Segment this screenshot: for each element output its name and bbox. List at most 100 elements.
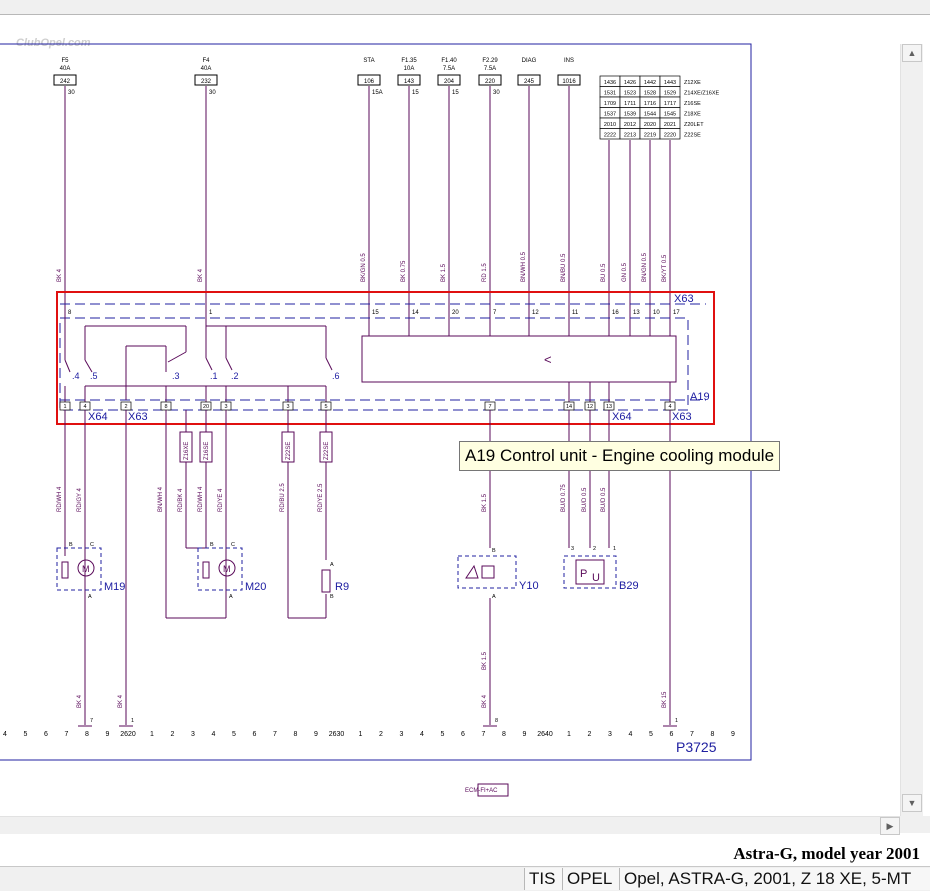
pin-number: 12 <box>587 404 593 410</box>
table-cell-value: 1711 <box>624 101 636 107</box>
wire-label: BK/YT 0.5 <box>662 254 668 282</box>
connector-label: X63 <box>128 411 148 423</box>
ruler-tick: 6 <box>461 731 465 738</box>
resistor-engine-code: Z22SE <box>286 442 292 460</box>
m19-motor-letter: M <box>82 564 90 574</box>
x63-top-label: X63 <box>674 293 694 305</box>
ruler-tick: 3 <box>191 731 195 738</box>
table-cell-value: 2012 <box>624 122 636 128</box>
horizontal-scrollbar[interactable]: ▶ <box>0 816 900 835</box>
wire-label: RD/GY 4 <box>77 487 83 512</box>
fuse-label: F1.35 <box>401 58 417 64</box>
table-cell-value: 2222 <box>604 133 616 139</box>
wire-label: RD/WH 4 <box>57 486 63 512</box>
fuse-label: F4 <box>202 58 210 64</box>
wire-label: BU/D 0.75 <box>561 484 567 512</box>
fuse-rating: 7.5A <box>443 66 455 72</box>
ruler-tick: 1 <box>567 731 571 738</box>
ruler-tick: 9 <box>731 731 735 738</box>
table-cell-value: 1529 <box>664 91 676 97</box>
fuse-box <box>357 74 381 86</box>
pin-number: 11 <box>572 310 579 316</box>
ruler-tick: 7 <box>273 731 277 738</box>
y10-valve-box <box>457 555 517 589</box>
wire-label: BK 4 <box>77 694 83 708</box>
component-pin: A <box>229 594 233 600</box>
b29-sensor <box>575 559 605 585</box>
fuse-wire-number: 30 <box>68 90 75 96</box>
ground-pin: 1 <box>675 718 678 724</box>
table-cell-value: 1426 <box>624 80 636 86</box>
table-cell-value: 1539 <box>624 112 636 118</box>
m19-label: M19 <box>104 581 125 593</box>
wire-label: BK 4 <box>118 694 124 708</box>
ruler-tick: 9 <box>106 731 110 738</box>
document-footer: Astra-G, model year 2001 <box>0 838 930 866</box>
engine-code: Z14XE/Z16XE <box>684 91 719 97</box>
table-cell-value: 2020 <box>644 122 656 128</box>
fuse-box-number: 232 <box>201 79 212 85</box>
ground-pin: 8 <box>495 718 498 724</box>
y10-label: Y10 <box>519 580 539 592</box>
load-wires <box>64 410 671 725</box>
wire-label: BK 0.75 <box>401 260 407 282</box>
wire-label: RD/BK 4 <box>178 488 184 512</box>
scroll-right-button[interactable]: ▶ <box>880 817 900 835</box>
table-cell-value: 1442 <box>644 80 656 86</box>
fuse-label: F1.40 <box>441 58 457 64</box>
wire-label: RD 1.5 <box>482 263 488 282</box>
wire-label: BN/WH 0.5 <box>521 251 527 282</box>
ruler-tick: 6 <box>44 731 48 738</box>
b29-symbol-2: U <box>592 572 600 584</box>
engine-code: Z16SE <box>684 101 701 107</box>
table-cell-value: 1436 <box>604 80 616 86</box>
ruler-tick: 5 <box>232 731 236 738</box>
fuse-rating: 40A <box>60 66 71 72</box>
pin-number: 3 <box>286 404 289 410</box>
pin-number: 4 <box>668 404 671 410</box>
wire-label: RD/YE 4 <box>218 488 224 512</box>
resistor-engine-code: Z16SE <box>204 442 210 460</box>
fuse-box <box>517 74 541 86</box>
m19-resistor <box>61 561 69 579</box>
a19-label: A19 <box>690 391 710 403</box>
pin-number: 1 <box>209 310 213 316</box>
fuse-box <box>478 74 502 86</box>
r9-label: R9 <box>335 581 349 593</box>
scroll-up-button[interactable]: ▲ <box>902 44 922 62</box>
engine-code: Z18XE <box>684 112 701 118</box>
ruler-tick: 2 <box>379 731 383 738</box>
table-cell-value: 1709 <box>604 101 616 107</box>
fuse-wire-number: 30 <box>209 90 216 96</box>
wire-label: RD/BU 2.5 <box>280 483 286 512</box>
wire-label: BU 0.5 <box>601 263 607 282</box>
b29-symbol: P <box>580 568 587 580</box>
ruler-tick: 7 <box>65 731 69 738</box>
engine-code: Z12XE <box>684 80 701 86</box>
ecm-reference: ECM-FI+AC <box>465 788 498 794</box>
page-id: P3725 <box>676 739 717 755</box>
connector-label: X63 <box>672 411 692 423</box>
component-tooltip: A19 Control unit - Engine cooling module <box>459 441 781 471</box>
switch-label: .6 <box>332 371 340 381</box>
table-cell-value: 1717 <box>664 101 676 107</box>
fuse-box-number: 143 <box>404 79 415 85</box>
ruler-tick: 2 <box>588 731 592 738</box>
fuse-box <box>53 74 77 86</box>
table-cell-value: 1537 <box>604 112 616 118</box>
scroll-down-button[interactable]: ▼ <box>902 794 922 812</box>
ruler-tick: 7 <box>482 731 486 738</box>
vertical-scrollbar[interactable]: ▲ ▼ <box>900 44 923 816</box>
table-cell <box>659 128 681 140</box>
pin-number: 2 <box>124 404 127 410</box>
fuse-rating: 10A <box>404 66 415 72</box>
wire-label: RD/WH 4 <box>198 486 204 512</box>
component-pin: A <box>492 594 496 600</box>
top-toolbar <box>0 0 930 15</box>
